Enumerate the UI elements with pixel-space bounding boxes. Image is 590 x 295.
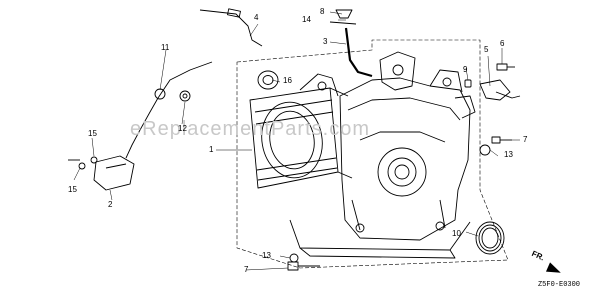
crankcase-body (339, 77, 471, 241)
bolt-6 (496, 63, 515, 71)
sensor-lead (125, 61, 213, 159)
diagram-code: Z5F0-E0300 (537, 281, 580, 289)
callout-15-lower: 15 (68, 185, 77, 194)
callout-5: 5 (484, 45, 489, 54)
callout-13-upper: 13 (504, 150, 513, 159)
callout-12: 12 (178, 124, 187, 133)
clip-8 (335, 9, 353, 19)
mounting-boss (299, 51, 476, 119)
oil-sensor-wire (199, 9, 263, 47)
breather-tube (344, 27, 373, 78)
callout-6: 6 (500, 39, 505, 48)
callout-3: 3 (323, 37, 328, 46)
callout-11: 11 (161, 43, 170, 52)
callout-4: 4 (254, 13, 259, 22)
callout-1: 1 (209, 145, 214, 154)
oil-level-switch (68, 155, 135, 191)
bolt-7-lower (287, 261, 320, 271)
base-plate (289, 219, 471, 251)
callout-10: 10 (452, 229, 461, 238)
callout-14: 14 (302, 15, 311, 24)
callout-9: 9 (463, 65, 468, 74)
oil-seal-10 (475, 221, 505, 255)
callout-13-lower: 13 (262, 251, 271, 260)
oil-seal-16 (257, 70, 279, 90)
callout-2: 2 (108, 200, 113, 209)
callout-16: 16 (283, 76, 292, 85)
grommet-9 (464, 79, 472, 88)
bracket-5 (479, 79, 511, 101)
watermark: eReplacementParts.com (130, 118, 370, 140)
washer-13-upper (479, 144, 491, 156)
clip-14 (329, 21, 357, 25)
callout-7-lower: 7 (244, 265, 249, 274)
washer-13-lower (289, 253, 299, 263)
callout-15-upper: 15 (88, 129, 97, 138)
bolt-7-upper (491, 136, 512, 144)
callout-8: 8 (320, 7, 325, 16)
cylinder-barrel (249, 87, 353, 189)
callout-7-upper: 7 (523, 135, 528, 144)
group-outline (236, 39, 509, 269)
